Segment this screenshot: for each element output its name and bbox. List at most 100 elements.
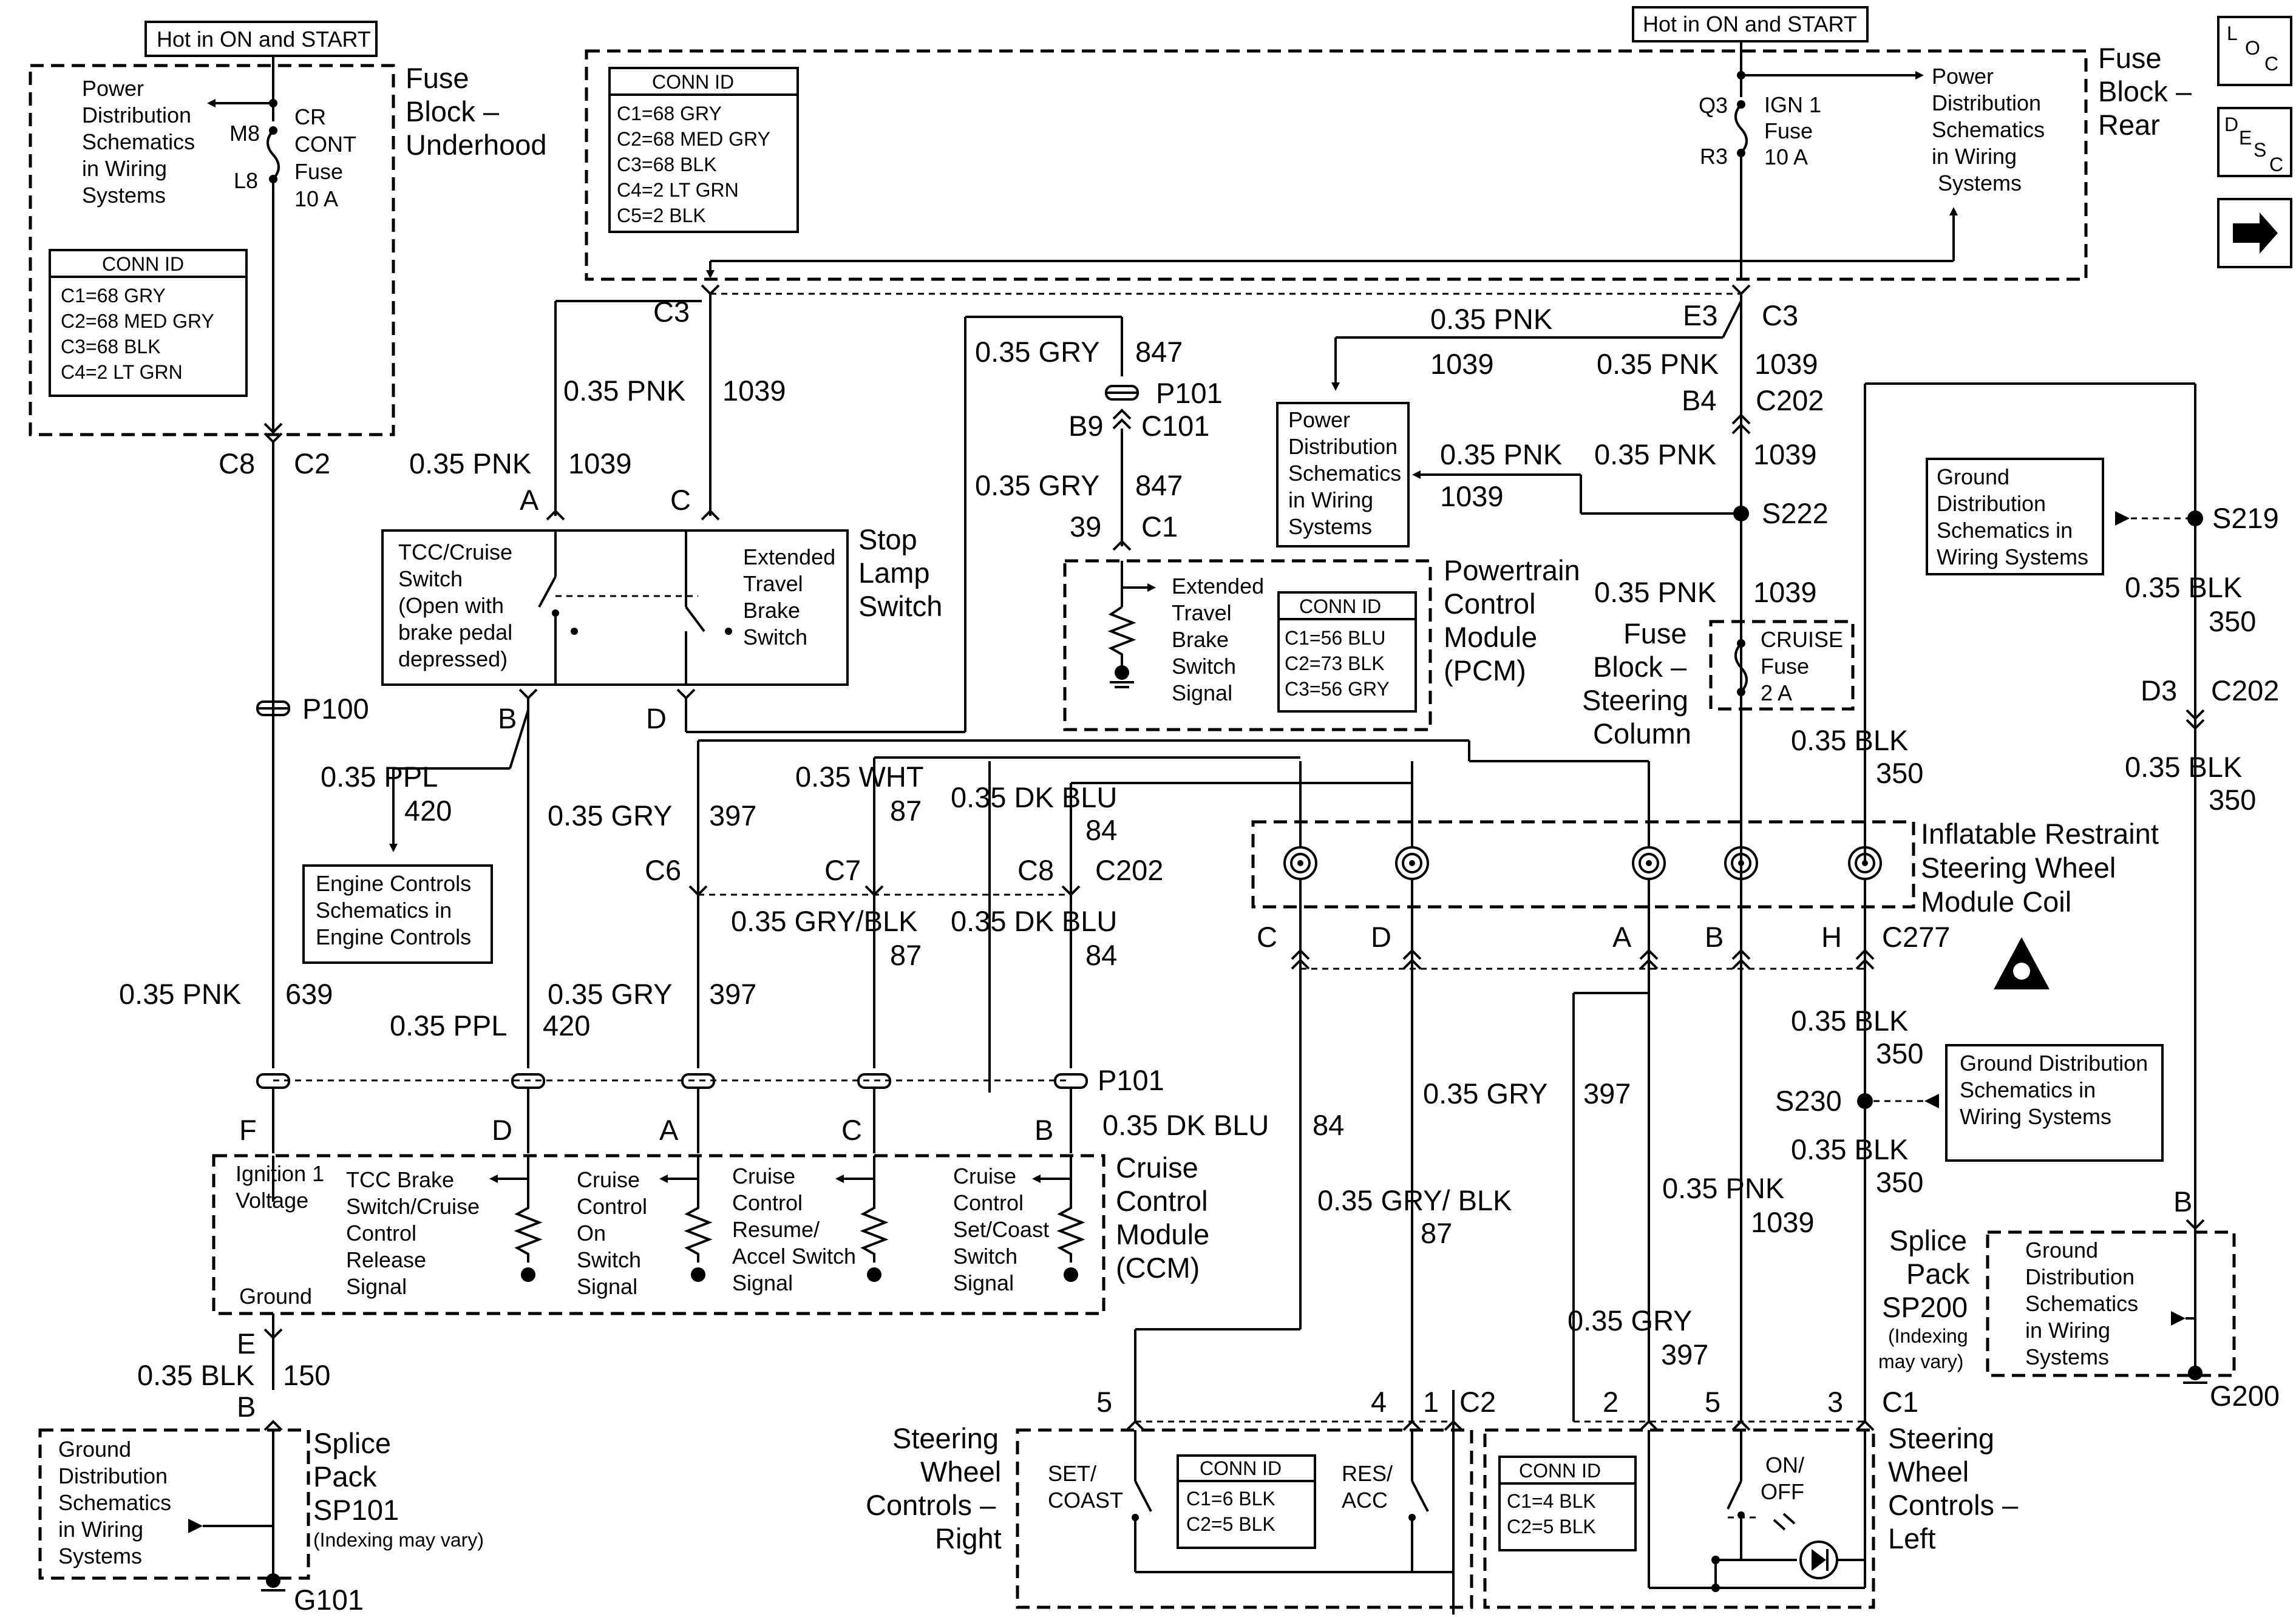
- svg-text:Pack: Pack: [1906, 1258, 1970, 1290]
- svg-text:1039: 1039: [1430, 348, 1494, 380]
- svg-text:0.35 PNK: 0.35 PNK: [563, 375, 685, 407]
- svg-text:84: 84: [1313, 1109, 1344, 1141]
- svg-text:in Wiring: in Wiring: [1288, 487, 1373, 512]
- svg-text:TCC/Cruise: TCC/Cruise: [398, 540, 512, 564]
- steering-wheel-controls-left: 2 5 3 C1 Steering Wheel Controls – Left …: [1483, 1386, 2019, 1609]
- svg-text:0.35 PNK: 0.35 PNK: [1440, 438, 1562, 470]
- cruise-control-module: Cruise Control Module (CCM) Ignition 1 V…: [137, 1151, 1209, 1431]
- svg-text:C1=56 BLU: C1=56 BLU: [1285, 627, 1385, 649]
- svg-text:Fuse: Fuse: [1764, 118, 1813, 143]
- svg-text:OFF: OFF: [1761, 1479, 1804, 1504]
- svg-text:(CCM): (CCM): [1116, 1252, 1200, 1284]
- svg-text:0.35 PNK: 0.35 PNK: [1594, 576, 1716, 608]
- svg-text:G101: G101: [294, 1584, 364, 1616]
- svg-text:C202: C202: [1095, 854, 1163, 886]
- svg-text:D: D: [492, 1114, 512, 1146]
- svg-text:E: E: [237, 1327, 256, 1360]
- resistor-icon: [1107, 606, 1136, 666]
- engine-controls-ref: [302, 864, 493, 964]
- svg-text:C2=73 BLK: C2=73 BLK: [1285, 653, 1385, 674]
- svg-text:Fuse: Fuse: [1623, 617, 1687, 649]
- nav-icons[interactable]: L O C D E S C: [2217, 16, 2292, 268]
- svg-text:CR: CR: [294, 104, 326, 129]
- svg-text:397: 397: [709, 978, 756, 1010]
- svg-text:Wheel: Wheel: [920, 1456, 1001, 1488]
- svg-text:Signal: Signal: [953, 1270, 1014, 1295]
- svg-text:Engine Controls: Engine Controls: [316, 924, 471, 949]
- svg-text:Signal: Signal: [577, 1274, 637, 1299]
- svg-text:Control: Control: [1444, 588, 1536, 620]
- svg-text:Pack: Pack: [313, 1460, 377, 1493]
- svg-text:H: H: [1821, 921, 1842, 953]
- desc-icon[interactable]: [2217, 107, 2292, 177]
- svg-text:2: 2: [1603, 1386, 1618, 1418]
- svg-text:Signal: Signal: [732, 1270, 793, 1295]
- svg-text:Control: Control: [1116, 1185, 1208, 1217]
- svg-text:C277: C277: [1882, 921, 1950, 953]
- svg-text:Inflatable Restraint: Inflatable Restraint: [1921, 818, 2159, 850]
- svg-text:Wiring Systems: Wiring Systems: [1960, 1104, 2111, 1129]
- svg-text:Schematics: Schematics: [2025, 1291, 2138, 1316]
- svg-text:Schematics: Schematics: [1288, 461, 1401, 486]
- svg-text:Schematics: Schematics: [1932, 117, 2045, 142]
- svg-text:350: 350: [2209, 605, 2256, 637]
- svg-text:Distribution: Distribution: [1937, 491, 2046, 516]
- svg-text:C: C: [1257, 921, 1277, 953]
- svg-text:Right: Right: [935, 1522, 1002, 1554]
- svg-text:Block –: Block –: [1593, 651, 1687, 683]
- svg-text:Module: Module: [1116, 1218, 1209, 1250]
- resistor-icon: [514, 1156, 543, 1263]
- svg-text:0.35 WHT: 0.35 WHT: [795, 761, 924, 793]
- resistor-icon: [860, 1156, 889, 1263]
- svg-text:C5=2 BLK: C5=2 BLK: [617, 205, 706, 226]
- svg-text:0.35 BLK: 0.35 BLK: [2125, 751, 2242, 783]
- svg-text:in Wiring: in Wiring: [82, 156, 167, 181]
- svg-text:(Indexing may vary): (Indexing may vary): [313, 1529, 484, 1551]
- svg-text:Column: Column: [1593, 717, 1691, 750]
- svg-text:C1: C1: [1141, 510, 1178, 543]
- svg-text:B: B: [2173, 1185, 2192, 1218]
- svg-text:CONN ID: CONN ID: [102, 253, 184, 275]
- svg-text:Splice: Splice: [1889, 1224, 1967, 1256]
- svg-text:S: S: [2254, 139, 2266, 161]
- svg-text:C3=56 GRY: C3=56 GRY: [1285, 678, 1390, 700]
- svg-text:B: B: [498, 702, 517, 734]
- svg-text:Fuse: Fuse: [2098, 42, 2162, 74]
- svg-text:C1=68 GRY: C1=68 GRY: [617, 103, 722, 124]
- svg-text:C2: C2: [294, 447, 330, 480]
- svg-text:0.35 PPL: 0.35 PPL: [390, 1009, 507, 1042]
- svg-text:0.35 BLK: 0.35 BLK: [1791, 1005, 1908, 1037]
- svg-text:397: 397: [1661, 1338, 1708, 1371]
- svg-text:C3=68 BLK: C3=68 BLK: [617, 154, 717, 175]
- svg-text:P101: P101: [1098, 1064, 1164, 1096]
- svg-text:1039: 1039: [1440, 480, 1504, 512]
- svg-text:Ground Distribution: Ground Distribution: [1960, 1051, 2148, 1076]
- svg-text:0.35 BLK: 0.35 BLK: [1791, 1133, 1908, 1165]
- svg-text:Controls –: Controls –: [866, 1489, 996, 1521]
- svg-text:Control: Control: [577, 1194, 647, 1219]
- svg-text:1039: 1039: [568, 447, 632, 480]
- svg-text:0.35 DK BLU: 0.35 DK BLU: [951, 781, 1117, 813]
- svg-text:0.35 GRY: 0.35 GRY: [1423, 1077, 1548, 1110]
- svg-text:Cruise: Cruise: [1116, 1151, 1198, 1184]
- hot-label-box: [144, 21, 378, 57]
- svg-text:D: D: [1371, 921, 1391, 953]
- svg-text:350: 350: [1876, 1166, 1923, 1198]
- ground-s219: Ground Distribution Schematics in Wiring…: [1791, 382, 2279, 1232]
- svg-text:0.35 PNK: 0.35 PNK: [409, 447, 531, 480]
- svg-text:1039: 1039: [1754, 348, 1818, 380]
- svg-text:C6: C6: [645, 854, 681, 886]
- hot-label: Hot in ON and START: [157, 27, 371, 52]
- svg-text:B: B: [1034, 1114, 1053, 1146]
- svg-text:Switch: Switch: [858, 590, 942, 622]
- loc-icon[interactable]: [2217, 16, 2292, 86]
- svg-text:150: 150: [283, 1359, 330, 1391]
- svg-text:C3=68 BLK: C3=68 BLK: [61, 336, 161, 358]
- svg-text:Module Coil: Module Coil: [1921, 886, 2071, 918]
- svg-text:R3: R3: [1700, 144, 1728, 169]
- signal-bus: C6 C7 C8 C202 0.35 GRY 397 0.35 WHT 87 0…: [119, 739, 1649, 1068]
- svg-text:Set/Coast: Set/Coast: [953, 1217, 1049, 1242]
- svg-text:Cruise: Cruise: [953, 1164, 1016, 1188]
- svg-text:0.35 DK BLU: 0.35 DK BLU: [1102, 1109, 1269, 1141]
- svg-text:3: 3: [1827, 1386, 1843, 1418]
